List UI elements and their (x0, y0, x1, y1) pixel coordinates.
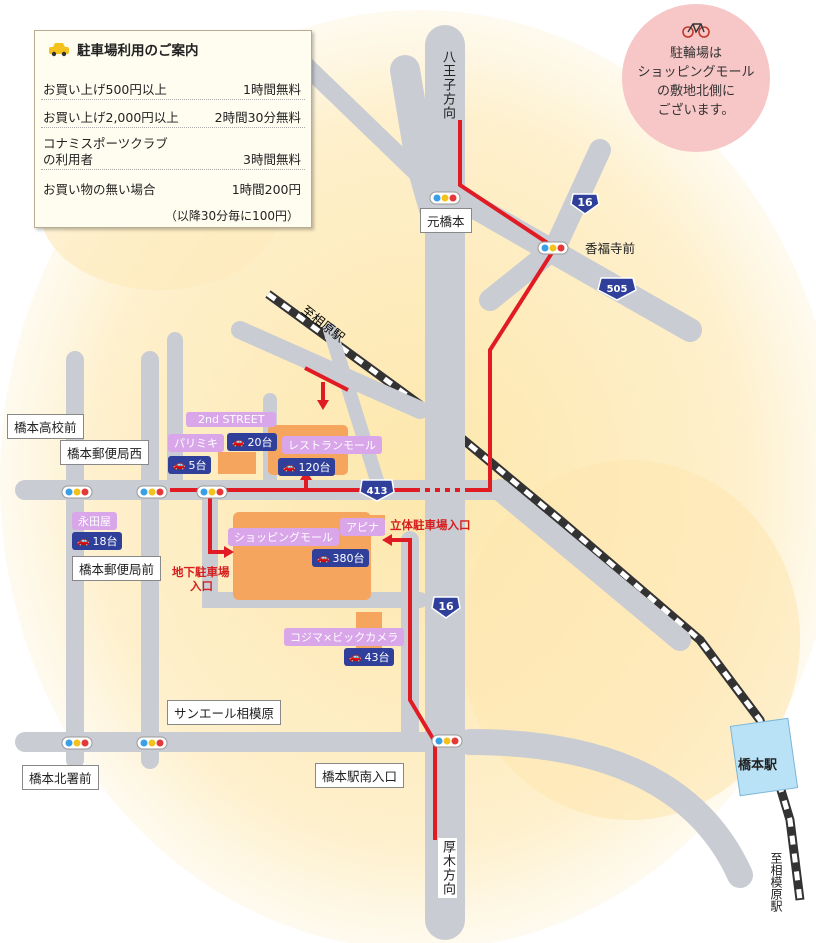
underground-parking-entrance: 地下駐車場 (172, 565, 230, 579)
store-nagataya: 永田屋 (72, 512, 117, 530)
parking-badge-restaurant: 🚗120台 (278, 458, 336, 476)
route-505-label: 505 (607, 284, 628, 295)
multistory-parking-entrance: 立体駐車場入口 (390, 518, 471, 532)
car-icon: 🚗 (77, 535, 90, 547)
car-icon: 🚗 (232, 436, 245, 448)
intersection-kitasho: 橋本北署前 (22, 765, 99, 790)
traffic-signals (61, 191, 569, 750)
bicycle-note-line: の敷地北側に (656, 84, 735, 99)
parking-info-note: （以降30分毎に100円） (164, 209, 299, 223)
taxi-icon (49, 42, 69, 56)
parking-row: お買い上げ500円以上 1時間無料 (43, 79, 301, 98)
route-16-label-lower: 16 (438, 600, 454, 613)
hashimoto-station (729, 717, 799, 797)
store-restaurant-mall: レストランモール (282, 436, 382, 454)
parking-badge-parimiki: 🚗5台 (168, 456, 212, 474)
bicycle-parking-bubble: 駐輪場は ショッピングモール の敷地北側に ございます。 (622, 4, 770, 152)
bicycle-note-line: ショッピングモール (637, 65, 755, 80)
car-icon: 🚗 (283, 461, 296, 473)
intersection-yubinkyoku-nishi: 橋本郵便局西 (60, 440, 150, 465)
rail-south-label: 至相模原駅 (769, 852, 783, 912)
route-16-shield-upper: 16 (570, 193, 600, 215)
parking-badge-2nd-street: 🚗20台 (227, 433, 278, 451)
direction-south-label: 厚木方向 (438, 838, 457, 898)
direction-north-label: 八王子方向 (440, 50, 455, 120)
route-413-shield: 413 (359, 479, 395, 502)
store-parimiki: パリミキ (168, 434, 224, 452)
car-icon: 🚗 (173, 459, 186, 471)
route-16-label-upper: 16 (577, 196, 593, 209)
intersection-minami-iriguchi: 橋本駅南入口 (315, 763, 405, 788)
parking-row-value: 2時間30分無料 (214, 110, 301, 125)
intersection-sunale: サンエール相模原 (167, 700, 282, 725)
parking-row-label: お買い上げ2,000円以上 (43, 110, 179, 125)
parking-row-value: 3時間無料 (243, 152, 301, 167)
store-apina: アピナ (340, 518, 385, 536)
arrow-multistory (382, 534, 392, 546)
route-505-shield: 505 (597, 277, 637, 301)
intersection-yubinkyoku-mae: 橋本郵便局前 (72, 556, 162, 581)
intersection-motohashimoto: 元橋本 (420, 208, 472, 233)
parking-row: の利用者 3時間無料 (43, 149, 301, 168)
store-2nd-street: 2nd STREET (186, 412, 277, 427)
station-label: 橋本駅 (738, 758, 778, 773)
route-413-label: 413 (367, 486, 388, 497)
parking-badge-kojima: 🚗43台 (344, 648, 395, 666)
intersection-hashimoto-koko: 橋本高校前 (7, 414, 84, 439)
route-16-shield-lower: 16 (431, 596, 461, 619)
parking-row-label: お買い物の無い場合 (43, 182, 156, 197)
parking-info-box: 駐車場利用のご案内 お買い上げ500円以上 1時間無料 お買い上げ2,000円以… (34, 30, 312, 228)
store-kojima: コジマ×ビックカメラ (284, 628, 405, 646)
underground-parking-entrance-2: 入口 (190, 579, 213, 593)
parking-info-title: 駐車場利用のご案内 (47, 39, 199, 59)
parking-row-label: お買い上げ500円以上 (43, 82, 167, 97)
parking-row: コナミスポーツクラブ (43, 133, 301, 152)
route-shields: 16 505 413 16 (359, 193, 637, 619)
car-icon: 🚗 (349, 651, 362, 663)
parking-info-title-text: 駐車場利用のご案内 (77, 43, 199, 59)
parking-row: お買い物の無い場合 1時間200円 (43, 179, 301, 198)
car-icon: 🚗 (317, 552, 330, 564)
parking-badge-nagataya: 🚗18台 (72, 532, 123, 550)
arrow-bicycle (317, 400, 329, 410)
bicycle-icon (682, 23, 710, 38)
parimiki-building (218, 452, 256, 474)
parking-row-value: 1時間無料 (243, 82, 301, 97)
arrow-underground (224, 546, 234, 558)
intersection-kofukuji: 香福寺前 (585, 241, 636, 256)
parking-badge-mall: 🚗380台 (312, 549, 370, 567)
parking-row-label: コナミスポーツクラブ (43, 136, 168, 151)
parking-row: お買い上げ2,000円以上 2時間30分無料 (43, 107, 301, 126)
store-shopping-mall: ショッピングモール (228, 528, 339, 546)
bicycle-note-line: 駐輪場は (669, 46, 722, 61)
parking-row-label-cont: の利用者 (43, 152, 94, 167)
bicycle-note-line: ございます。 (657, 103, 735, 118)
parking-row-value: 1時間200円 (231, 182, 301, 197)
